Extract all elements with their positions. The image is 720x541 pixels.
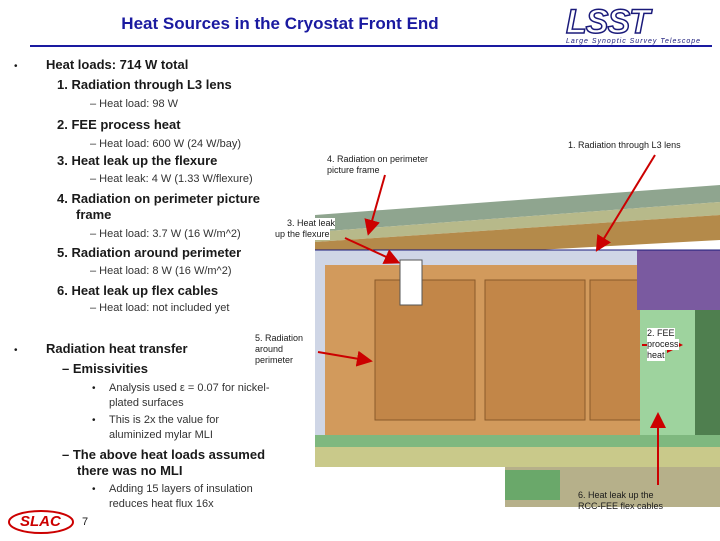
item-2-detail: – Heat load: 600 W (24 W/bay)	[90, 138, 242, 150]
item-1-detail: – Heat load: 98 W	[90, 98, 179, 110]
callout-perimeter-frame-cont: picture frame	[327, 165, 380, 175]
arrow-l3-lens	[595, 154, 656, 252]
insulation-note-cont: reduces heat flux 16x	[109, 498, 214, 510]
arrow-around-perimeter	[317, 350, 373, 367]
heat-loads-header: Heat loads: 714 W total	[46, 57, 189, 72]
slac-logo-text: SLAC	[20, 513, 61, 530]
callout-fee-heat-cont2: heat	[647, 350, 665, 361]
title-divider	[30, 45, 712, 47]
sub-bullet-marker: •	[92, 415, 96, 426]
sub-bullet-marker: •	[92, 484, 96, 495]
page-number: 7	[82, 516, 89, 528]
item-5-detail: – Heat load: 8 W (16 W/m^2)	[90, 265, 232, 277]
item-4-label-cont: frame	[76, 207, 112, 222]
arrow-flexure	[344, 237, 401, 264]
emissivities-label: – Emissivities	[62, 361, 148, 376]
base-plate	[315, 447, 720, 467]
top-flange	[315, 185, 720, 232]
emis-point-2: This is 2x the value for	[109, 414, 220, 426]
item-4-detail: – Heat load: 3.7 W (16 W/m^2)	[90, 228, 241, 240]
fee-connectors	[637, 250, 720, 310]
callout-around-perimeter: 5. Radiation	[255, 333, 304, 343]
raft-bay-1	[374, 279, 476, 421]
slac-logo: SLAC	[6, 508, 76, 536]
emis-point-1: Analysis used ε = 0.07 for nickel-	[109, 382, 270, 394]
callout-flex-cables-cont: RCC-FEE flex cables	[578, 501, 664, 511]
callout-around-perimeter-cont: around	[255, 344, 284, 354]
insulation-note: Adding 15 layers of insulation	[109, 483, 253, 495]
cryostat-diagram	[315, 185, 720, 507]
callout-l3-lens: 1. Radiation through L3 lens	[568, 140, 681, 150]
emis-point-1-cont: plated surfaces	[109, 397, 184, 409]
emis-point-2-cont: aluminized mylar MLI	[109, 429, 213, 441]
item-2-label: 2. FEE process heat	[57, 117, 181, 132]
radiation-header: Radiation heat transfer	[46, 341, 188, 356]
cable-block	[505, 470, 560, 500]
raft-bay-2	[484, 279, 586, 421]
flexure-post	[399, 259, 423, 306]
mli-note-cont: there was no MLI	[77, 463, 183, 478]
callout-flexure-cont: up the flexure	[275, 229, 330, 240]
callout-flex-cables: 6. Heat leak up the	[578, 490, 654, 500]
fee-side	[695, 310, 720, 435]
arrow-perimeter-frame	[364, 174, 386, 236]
callout-around-perimeter-cont2: perimeter	[255, 355, 294, 365]
callout-fee-heat-cont: process	[647, 339, 679, 350]
callout-flexure: 3. Heat leak	[287, 218, 336, 229]
item-3-detail: – Heat leak: 4 W (1.33 W/flexure)	[90, 173, 253, 185]
item-6-label: 6. Heat leak up flex cables	[57, 283, 219, 298]
item-1-label: 1. Radiation through L3 lens	[57, 77, 232, 92]
lsst-logo: LSST	[565, 3, 650, 41]
lower-plate	[315, 435, 720, 447]
bullet-marker: •	[14, 61, 18, 72]
item-4-label: 4. Radiation on perimeter picture	[57, 191, 260, 206]
bullet-marker: •	[14, 345, 18, 356]
slide-title: Heat Sources in the Cryostat Front End	[121, 14, 439, 33]
item-6-detail: – Heat load: not included yet	[90, 302, 230, 314]
mli-note: – The above heat loads assumed	[62, 447, 266, 462]
sub-bullet-marker: •	[92, 383, 96, 394]
callout-perimeter-frame: 4. Radiation on perimeter	[327, 154, 429, 164]
item-3-label: 3. Heat leak up the flexure	[57, 153, 218, 168]
callout-fee-heat: 2. FEE	[647, 328, 675, 339]
lsst-logo-subtitle: Large Synoptic Survey Telescope	[566, 38, 702, 45]
mid-flange	[315, 202, 720, 242]
item-5-label: 5. Radiation around perimeter	[57, 245, 242, 260]
